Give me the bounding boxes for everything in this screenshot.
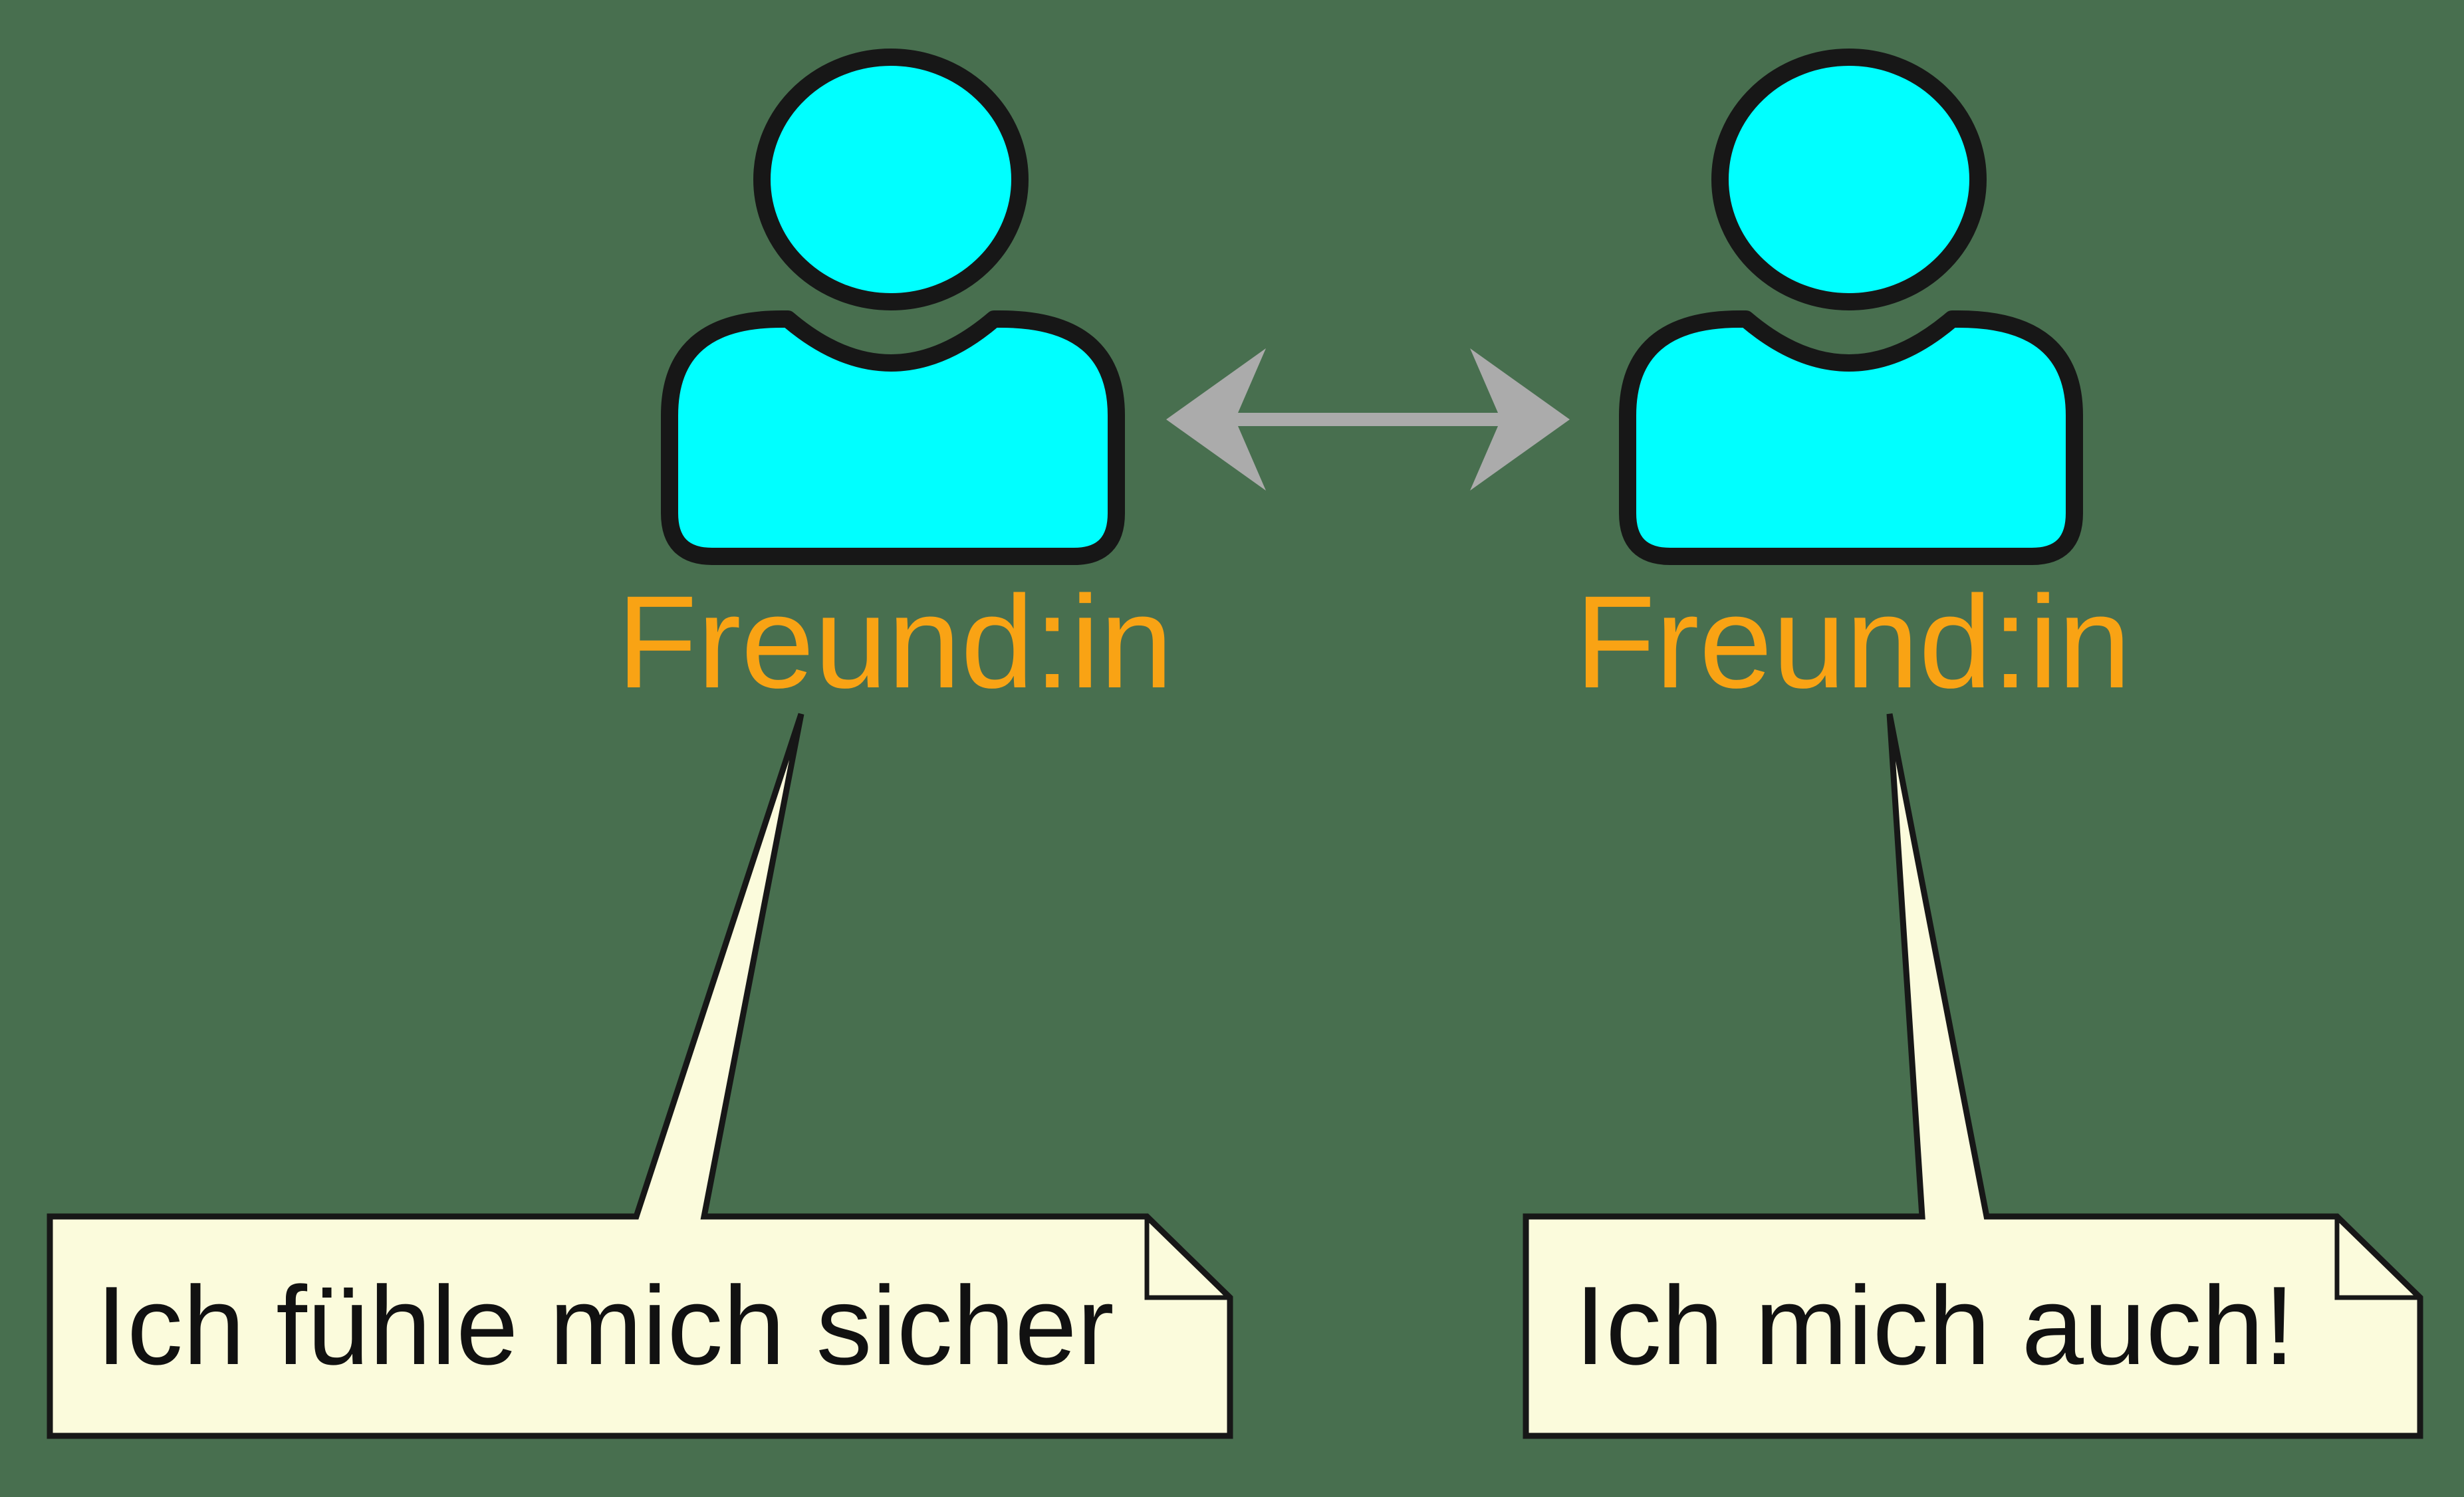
speech-note-left: Ich fühle mich sicher xyxy=(47,713,1233,1439)
person-body-icon xyxy=(661,310,1125,565)
folded-corner-icon xyxy=(2334,1216,2420,1300)
person-right-label: Freund:in xyxy=(1575,568,2131,715)
speech-note-right-text: Ich mich auch! xyxy=(1574,1263,2294,1388)
person-left xyxy=(661,49,1125,565)
person-body-icon xyxy=(1619,310,2083,565)
speech-note-left-text: Ich fühle mich sicher xyxy=(96,1263,1114,1388)
person-head-icon xyxy=(1711,49,1987,310)
double-headed-arrow-icon xyxy=(1166,348,1570,491)
person-head-icon xyxy=(753,49,1029,310)
folded-corner-icon xyxy=(1144,1216,1230,1300)
person-left-label: Freund:in xyxy=(617,568,1173,715)
person-right xyxy=(1619,49,2083,565)
speech-note-right: Ich mich auch! xyxy=(1523,713,2423,1439)
